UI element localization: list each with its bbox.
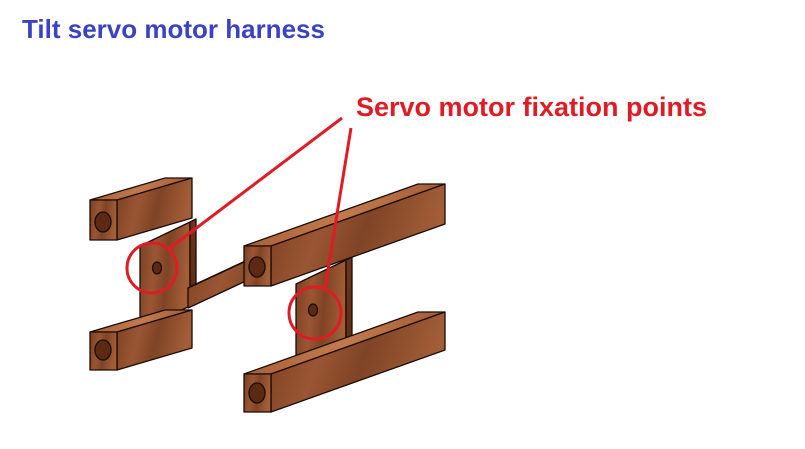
hole-icon [94,339,112,361]
fixation-hole-icon [151,261,163,275]
hole-icon [248,382,266,404]
hole-icon [248,256,266,278]
fixation-hole-icon [307,303,319,317]
hole-icon [94,211,112,233]
fixation-point-circle-right [287,285,343,341]
diagram-title: Tilt servo motor harness [22,14,325,44]
leader-line-left [169,116,343,250]
right-harness-part [243,183,446,413]
fixation-point-circle-left [125,241,179,295]
fixation-points-label: Servo motor fixation points [356,92,708,122]
leader-line-right [323,127,353,289]
